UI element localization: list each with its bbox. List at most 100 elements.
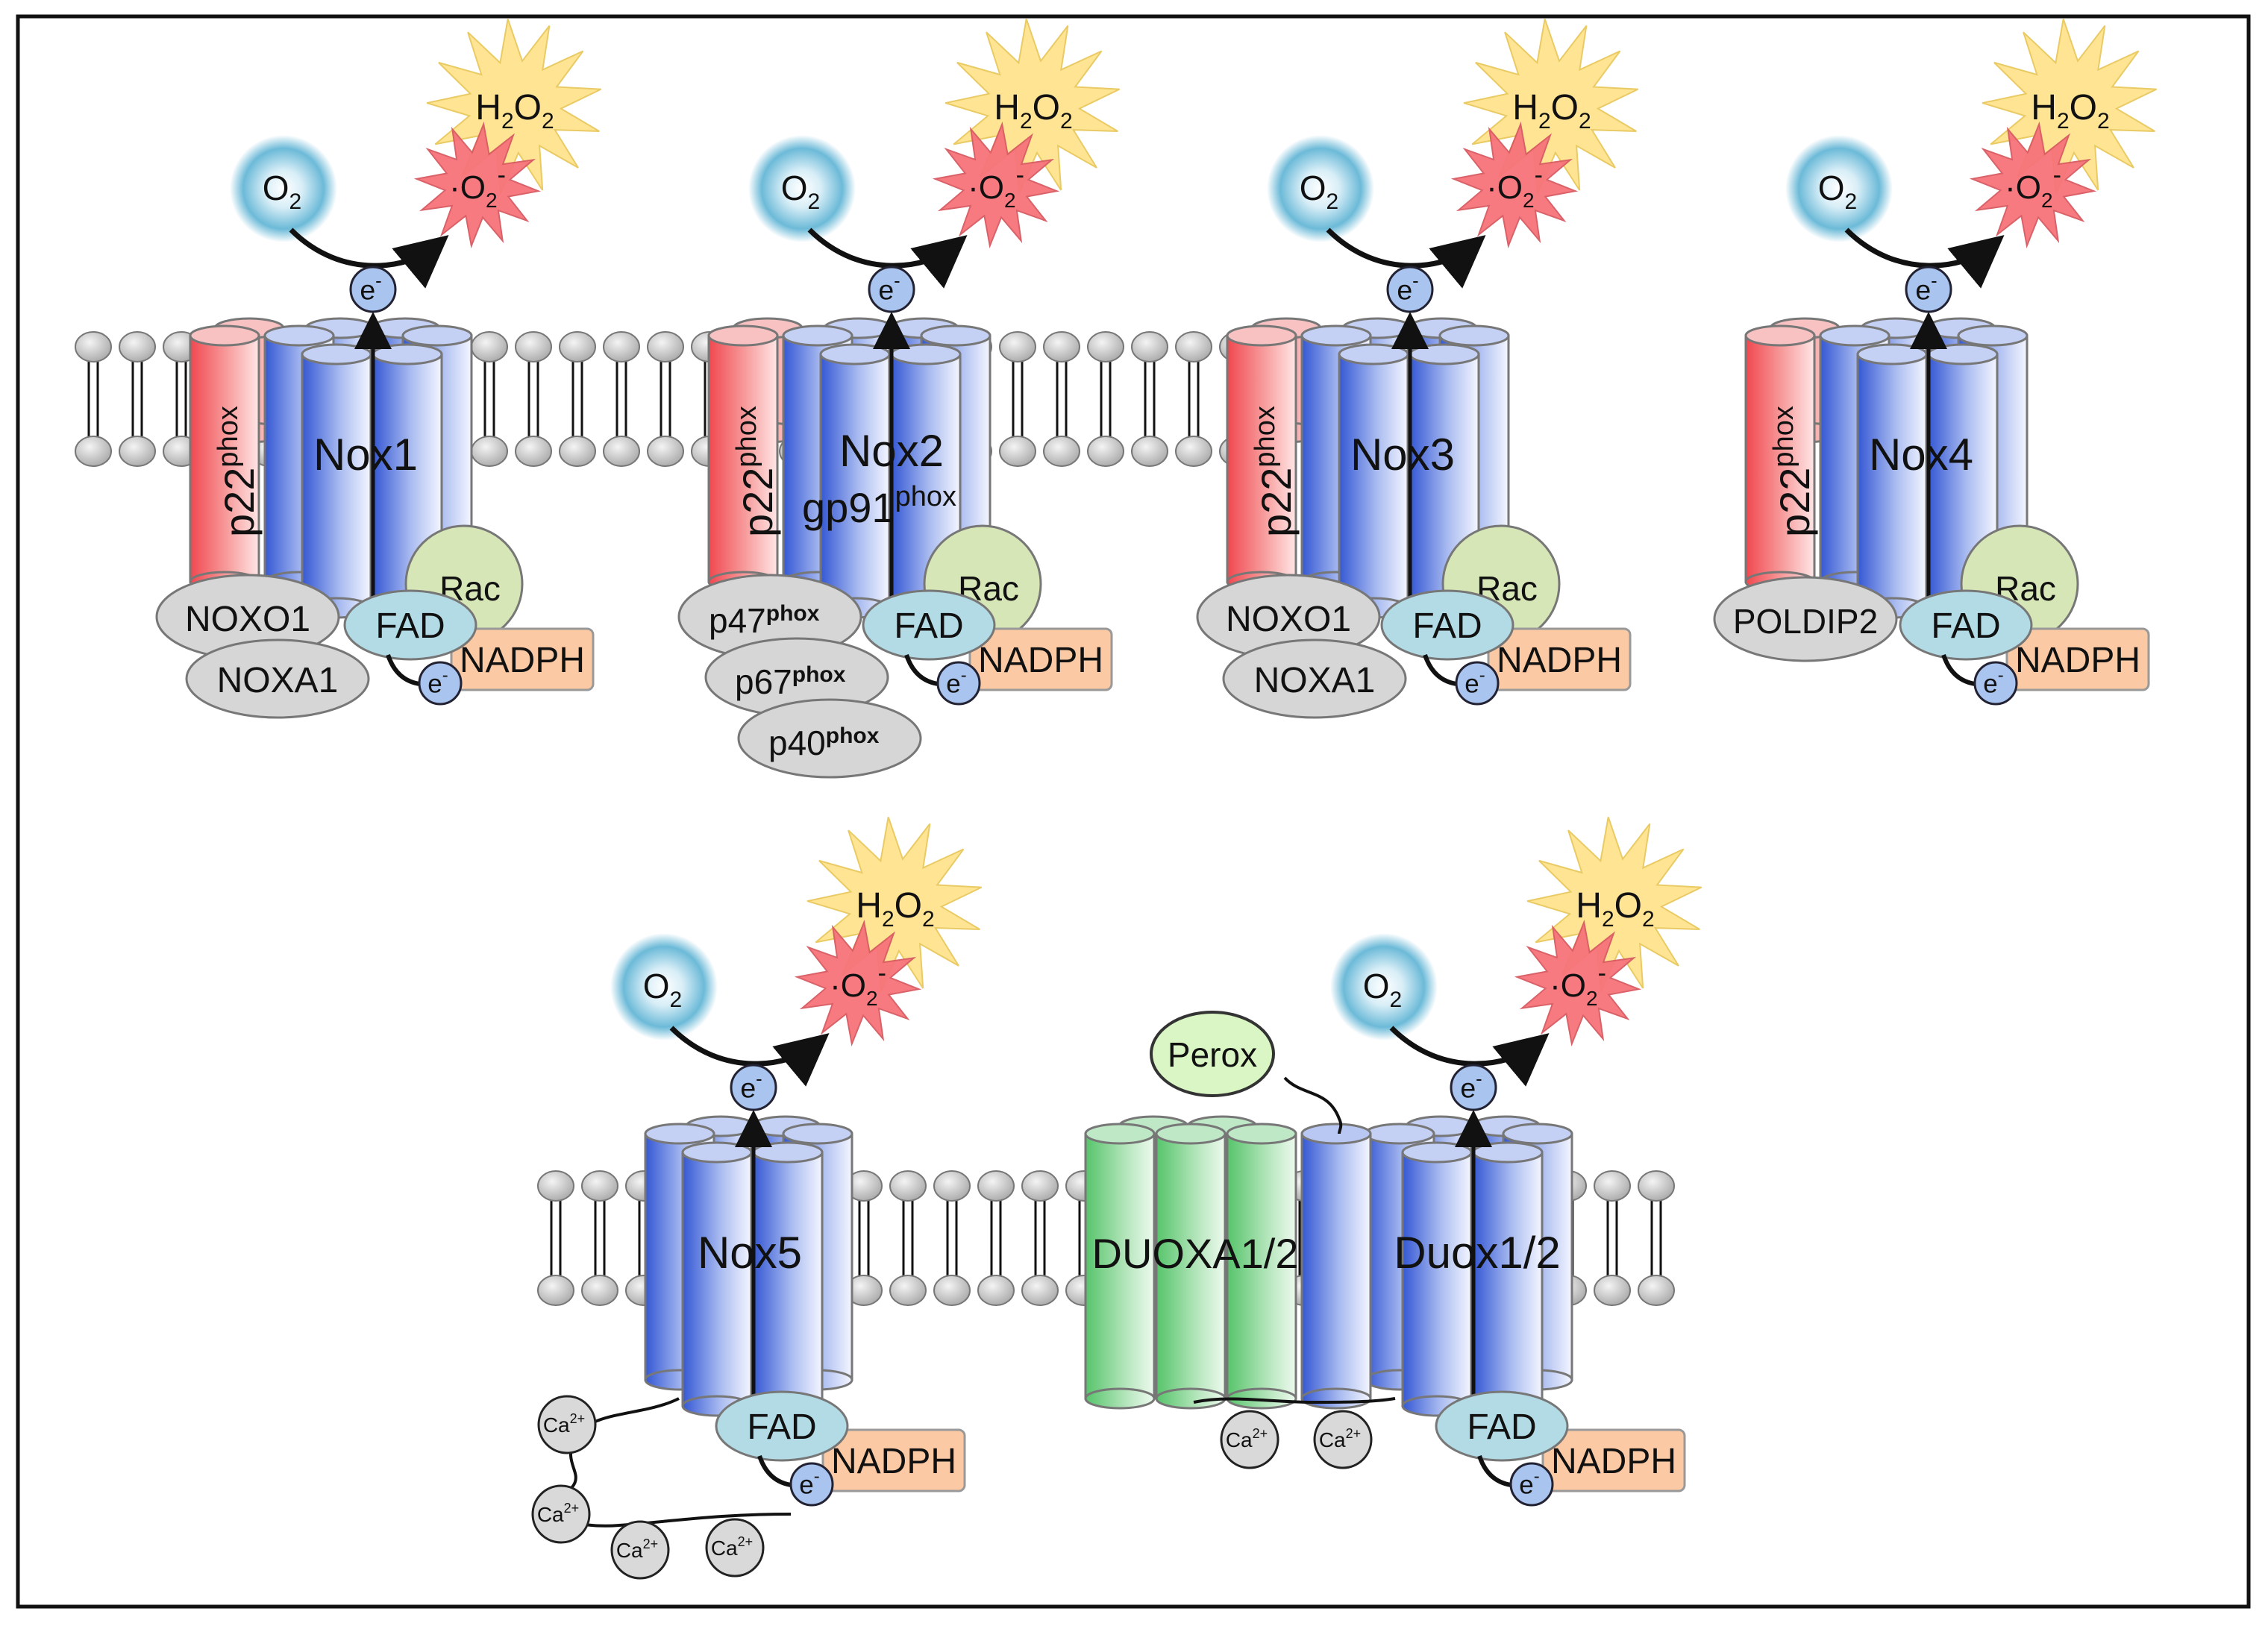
lipid-head bbox=[471, 331, 508, 362]
noxa1-subunit bbox=[185, 638, 370, 719]
electron-label: e- bbox=[1915, 271, 1937, 306]
nox2-transmembrane-helices bbox=[707, 312, 992, 619]
calcium-label: Ca2+ bbox=[711, 1534, 753, 1560]
lipid-head bbox=[977, 1170, 1015, 1202]
helix-front bbox=[819, 353, 891, 609]
p22phox-helix bbox=[1744, 334, 1816, 583]
helix-top bbox=[1438, 324, 1510, 347]
h2o2-burst bbox=[1463, 19, 1639, 194]
nox5-enzyme: Nox5 bbox=[537, 1110, 1675, 1528]
electron-icon bbox=[868, 266, 915, 313]
lipid-head bbox=[1043, 436, 1080, 467]
helix-top bbox=[920, 324, 992, 347]
peroxidase-domain bbox=[1150, 1011, 1275, 1097]
lipid-head bbox=[537, 1275, 574, 1306]
lipid-tail bbox=[131, 358, 143, 440]
fad-label: FAD bbox=[1931, 606, 2000, 646]
h2o2-label: H2O2 bbox=[1512, 88, 1591, 134]
noxa1-label: NOXA1 bbox=[217, 661, 339, 700]
electron-label: e- bbox=[946, 665, 966, 698]
electron-icon bbox=[418, 661, 463, 706]
helix-front-top bbox=[301, 343, 372, 365]
lipid-head bbox=[933, 1275, 971, 1306]
fad-label: FAD bbox=[1412, 606, 1482, 646]
duoxa-label: DUOXA1/2 bbox=[1092, 1230, 1299, 1277]
lipid-head bbox=[999, 436, 1036, 467]
lipid-head bbox=[1021, 1275, 1059, 1306]
o2-label: O2 bbox=[263, 169, 301, 214]
helix-front bbox=[752, 1151, 824, 1407]
lipid-tail bbox=[1144, 358, 1156, 440]
lipid-head bbox=[581, 1275, 618, 1306]
calcium-label: Ca2+ bbox=[543, 1411, 585, 1437]
o2-glow bbox=[748, 135, 856, 242]
lipid-head bbox=[1043, 331, 1080, 362]
lipid-head bbox=[889, 1170, 927, 1202]
superoxide-label: ·O2- bbox=[968, 161, 1024, 212]
electron-icon bbox=[1386, 266, 1434, 313]
nadph-box bbox=[1541, 1428, 1686, 1492]
poldip2-label: POLDIP2 bbox=[1733, 602, 1878, 641]
nadph-label: NADPH bbox=[831, 1442, 956, 1481]
o2-glow bbox=[230, 135, 337, 242]
p47phox-label: p47phox bbox=[709, 601, 820, 640]
lipid-tail bbox=[1188, 358, 1200, 440]
lipid-tail bbox=[175, 358, 187, 440]
fad-domain bbox=[862, 589, 996, 661]
helix-top bbox=[401, 324, 473, 347]
helix-front-top bbox=[752, 1141, 824, 1164]
nadph-label: NADPH bbox=[1497, 641, 1622, 680]
p22phox-label: p22phox bbox=[213, 406, 263, 537]
superoxide-burst bbox=[413, 121, 542, 249]
lipid-head bbox=[1175, 331, 1212, 362]
reduction-arrow bbox=[289, 227, 449, 289]
helix-front bbox=[1856, 353, 1928, 609]
nadph-label: NADPH bbox=[2015, 641, 2140, 680]
o2-label: O2 bbox=[1300, 169, 1338, 214]
electron-icon bbox=[1905, 266, 1952, 313]
fad-domain bbox=[343, 589, 477, 661]
superoxide-label: ·O2- bbox=[1550, 959, 1606, 1010]
lipid-head bbox=[559, 436, 596, 467]
duox-extra-helix bbox=[1300, 1132, 1372, 1400]
lipid-tail bbox=[527, 358, 539, 440]
lipid-tail bbox=[1034, 1197, 1046, 1279]
nox1-label: Nox1 bbox=[313, 430, 418, 480]
p22phox-label: p22phox bbox=[1768, 406, 1818, 537]
electron-label: e- bbox=[1983, 665, 2003, 698]
figure-frame bbox=[16, 14, 2251, 1609]
nadph-box bbox=[821, 1428, 966, 1492]
helix-front-top bbox=[1338, 343, 1409, 365]
p22phox-helix-top bbox=[1744, 324, 1816, 347]
helix-top bbox=[782, 324, 853, 347]
h2o2-burst bbox=[1526, 817, 1702, 992]
p40phox-subunit bbox=[737, 698, 922, 779]
h2o2-burst bbox=[945, 19, 1121, 194]
lipid-tail bbox=[990, 1197, 1002, 1279]
calcium-icon bbox=[1220, 1410, 1279, 1469]
h2o2-label: H2O2 bbox=[994, 88, 1072, 134]
calcium-icon bbox=[610, 1520, 670, 1580]
duox-transmembrane-helices bbox=[1364, 1110, 1573, 1417]
calcium-label: Ca2+ bbox=[616, 1536, 658, 1562]
superoxide-label: ·O2- bbox=[1486, 161, 1543, 212]
o2-label: O2 bbox=[1818, 169, 1857, 214]
fad-label: FAD bbox=[1467, 1407, 1536, 1447]
reduction-arrow bbox=[1844, 227, 2005, 289]
lipid-tail bbox=[660, 358, 671, 440]
helix-top bbox=[782, 1123, 853, 1145]
superoxide-burst bbox=[1450, 121, 1579, 249]
electron-label: e- bbox=[878, 271, 900, 306]
lipid-head bbox=[1594, 1170, 1631, 1202]
lipid-head bbox=[581, 1170, 618, 1202]
duoxa-helix-top bbox=[1226, 1123, 1297, 1145]
duoxa-helix-top bbox=[1084, 1123, 1156, 1145]
lipid-tail bbox=[87, 358, 99, 440]
